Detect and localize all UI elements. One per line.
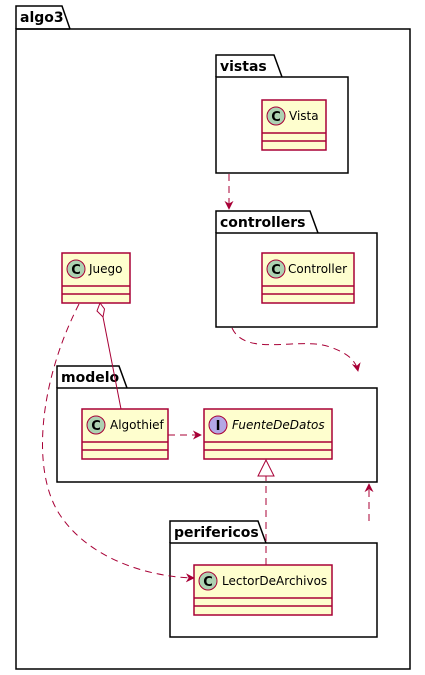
class-badge-icon: C	[86, 415, 106, 435]
class-lectordearchivos[interactable]: C LectorDeArchivos	[193, 564, 333, 616]
svg-text:C: C	[71, 263, 81, 278]
class-name-algothief: Algothief	[110, 418, 165, 432]
class-badge-icon: C	[266, 106, 286, 126]
svg-text:C: C	[91, 419, 101, 434]
svg-text:C: C	[203, 575, 213, 590]
svg-text:C: C	[271, 110, 281, 125]
class-name-lectordearchivos: LectorDeArchivos	[222, 574, 327, 588]
relation-controllers-modelo	[231, 327, 361, 372]
interface-name-fuentededatos: FuenteDeDatos	[232, 418, 325, 432]
package-label-vistas: vistas	[220, 59, 267, 75]
relation-lector-fuente	[257, 458, 275, 565]
svg-text:I: I	[216, 419, 221, 434]
class-name-juego: Juego	[88, 262, 123, 276]
class-badge-icon: C	[266, 259, 286, 279]
interface-fuentededatos[interactable]: I FuenteDeDatos	[203, 408, 333, 460]
class-juego[interactable]: C Juego	[61, 252, 131, 304]
interface-badge-icon: I	[208, 415, 228, 435]
class-badge-icon: C	[198, 571, 218, 591]
class-name-controller: Controller	[288, 262, 347, 276]
class-name-vista: Vista	[289, 109, 319, 123]
class-badge-icon: C	[66, 259, 86, 279]
svg-text:C: C	[271, 263, 281, 278]
package-label-algo3: algo3	[20, 10, 64, 26]
relation-juego-algothief	[96, 301, 122, 410]
package-label-modelo: modelo	[61, 370, 120, 386]
class-vista[interactable]: C Vista	[261, 99, 327, 151]
class-controller[interactable]: C Controller	[261, 252, 355, 304]
package-label-perifericos: perifericos	[174, 525, 259, 541]
class-algothief[interactable]: C Algothief	[81, 408, 169, 460]
package-label-controllers: controllers	[220, 215, 305, 231]
